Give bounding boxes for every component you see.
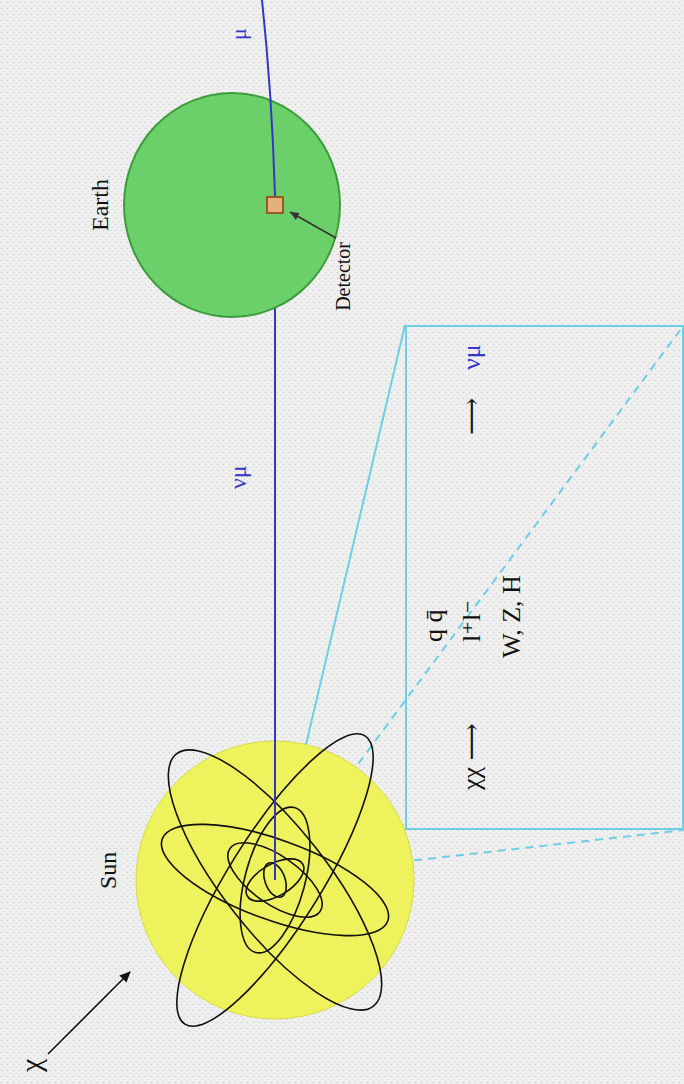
arrow-text: ⟶ xyxy=(457,398,487,435)
edge-label: νμ xyxy=(225,465,253,489)
inset-shape xyxy=(405,325,684,830)
det-shape xyxy=(266,196,284,214)
earth-shape xyxy=(85,91,342,319)
sun-outline xyxy=(136,741,414,1019)
muon-label: μ xyxy=(226,28,251,40)
sun-circle: Sun xyxy=(135,740,415,1020)
detector-label: Detector xyxy=(332,242,355,311)
detector-leader xyxy=(290,212,336,238)
annihilation-text: χχ ⟶ xyxy=(457,723,487,790)
earth-outline xyxy=(124,93,340,317)
quark-channel: q q̄ xyxy=(419,610,449,643)
det-outline xyxy=(267,197,283,213)
earth-circle: Detector Earth xyxy=(85,91,342,319)
wimp-symbol: χ xyxy=(14,1059,49,1072)
sun-shape xyxy=(135,740,415,1020)
muon-track xyxy=(262,0,275,196)
earth-label: Earth xyxy=(87,179,115,231)
inset-outline xyxy=(406,326,683,829)
detector-box: Detector xyxy=(266,196,284,214)
neutrino-origin-line xyxy=(274,740,276,880)
annihilation-inset: χχ ⟶ q q̄ l⁺l⁻ W, Z, H ⟶ νμ xyxy=(405,325,684,830)
neutrino-text: νμ xyxy=(457,344,487,370)
boson-channel: W, Z, H xyxy=(497,575,527,658)
wimp-orbits xyxy=(48,711,414,1054)
lepton-channel: l⁺l⁻ xyxy=(457,600,487,642)
sun-label: Sun xyxy=(95,849,123,892)
